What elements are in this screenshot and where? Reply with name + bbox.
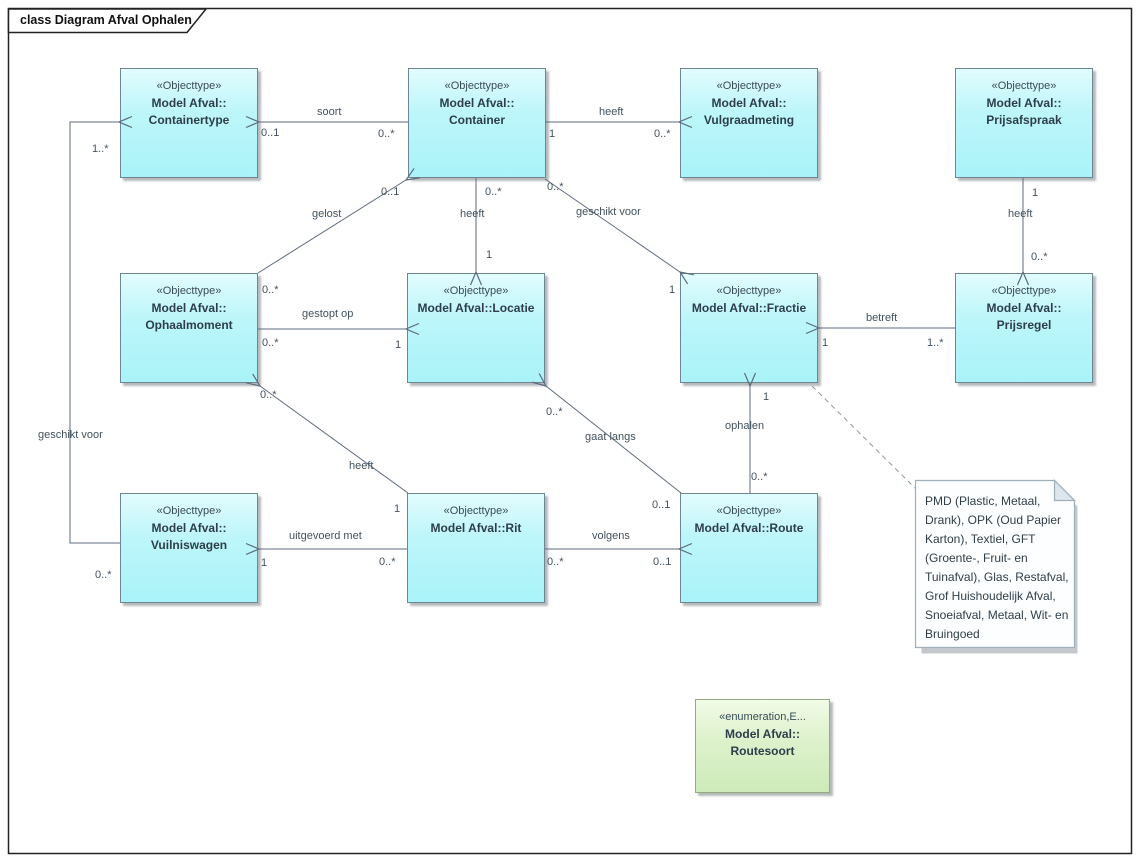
class-locatie[interactable]: «Objecttype» Model Afval::Locatie — [407, 273, 545, 383]
mult-gestopt-op-src: 0..* — [262, 337, 279, 349]
class-name: Model Afval:: — [986, 301, 1062, 315]
mult-soort-src: 0..* — [378, 128, 395, 140]
class-name: Model Afval::Fractie — [691, 301, 807, 315]
class-container[interactable]: «Objecttype» Model Afval:: Container — [408, 68, 546, 178]
class-name: Model Afval:: — [439, 96, 515, 110]
mult-soort-tgt: 0..1 — [261, 127, 280, 139]
mult-heeft-ophaal-tgt: 0..* — [260, 389, 277, 401]
class-vuilniswagen[interactable]: «Objecttype» Model Afval:: Vuilniswagen — [120, 493, 258, 603]
stereotype-label: «Objecttype» — [443, 505, 509, 517]
mult-uitgevoerd-met-tgt: 1 — [261, 557, 268, 569]
note-link-line[interactable] — [811, 385, 917, 490]
mult-gelost-tgt: 0..1 — [381, 186, 400, 198]
mult-heeft-locatie-tgt: 1 — [486, 249, 493, 261]
stereotype-label: «Objecttype» — [991, 80, 1057, 92]
assoc-label-heeft-vulgraadmeting: heeft — [599, 106, 624, 118]
stereotype-label: «Objecttype» — [716, 285, 782, 297]
stereotype-label: «enumeration,E... — [719, 711, 806, 723]
class-name: Containertype — [148, 113, 230, 127]
mult-gaat-langs-tgt: 0..* — [546, 406, 563, 418]
assoc-label-ophalen: ophalen — [725, 420, 765, 432]
mult-betreft-tgt: 1 — [822, 337, 829, 349]
assoc-label-gestopt-op: gestopt op — [302, 308, 354, 320]
assoc-label-uitgevoerd-met: uitgevoerd met — [289, 530, 362, 542]
assoc-label-gelost: gelost — [312, 208, 342, 220]
stereotype-label: «Objecttype» — [991, 285, 1057, 297]
assoc-line-geschikt-voor-fractie[interactable] — [544, 178, 680, 272]
class-prijsafspraak[interactable]: «Objecttype» Model Afval:: Prijsafspraak — [955, 68, 1093, 178]
note-fracties: PMD (Plastic, Metaal, Drank), OPK (Oud P… — [925, 494, 1069, 641]
mult-heeft-vulgraad-tgt: 0..* — [654, 128, 671, 140]
stereotype-label: «Objecttype» — [443, 285, 509, 297]
stereotype-label: «Objecttype» — [444, 80, 510, 92]
class-name: Model Afval:: — [151, 521, 227, 535]
assoc-label-geschikt-voor-fractie: geschikt voor — [576, 206, 641, 218]
class-ophaalmoment[interactable]: «Objecttype» Model Afval:: Ophaalmoment — [120, 273, 258, 383]
class-name: Container — [448, 113, 505, 127]
class-containertype[interactable]: «Objecttype» Model Afval:: Containertype — [120, 68, 258, 178]
assoc-label-betreft: betreft — [866, 312, 898, 324]
assoc-label-gaat-langs: gaat langs — [585, 431, 636, 443]
assoc-label-soort: soort — [317, 106, 342, 118]
assoc-label-heeft-ophaalmoment: heeft — [349, 460, 374, 472]
assoc-label-heeft-locatie: heeft — [460, 208, 485, 220]
mult-heeft-prijsregel-tgt: 0..* — [1031, 251, 1048, 263]
assoc-label-geschikt-voor-containertype: geschikt voor — [38, 429, 103, 441]
class-name: Model Afval:: — [151, 301, 227, 315]
class-name: Vuilniswagen — [150, 538, 228, 552]
mult-heeft-ophaal-src: 1 — [394, 503, 401, 515]
stereotype-label: «Objecttype» — [716, 505, 782, 517]
stereotype-label: «Objecttype» — [716, 80, 782, 92]
class-route[interactable]: «Objecttype» Model Afval::Route — [680, 493, 818, 603]
assoc-label-volgens: volgens — [592, 530, 630, 542]
class-name: Model Afval:: — [986, 96, 1062, 110]
class-name: Model Afval::Locatie — [417, 301, 535, 315]
class-name: Vulgraadmeting — [703, 113, 795, 127]
assoc-line-geschikt-voor-containertype[interactable] — [69, 122, 120, 544]
class-name: Prijsregel — [996, 318, 1052, 332]
mult-heeft-prijsregel-src: 1 — [1032, 187, 1039, 199]
class-name: Model Afval::Route — [694, 521, 804, 535]
enum-routesoort[interactable]: «enumeration,E... Model Afval:: Routesoo… — [695, 699, 830, 793]
assoc-label-heeft-prijsregel: heeft — [1008, 208, 1033, 220]
stereotype-label: «Objecttype» — [156, 80, 222, 92]
mult-volgens-src: 0..* — [547, 556, 564, 568]
class-name: Model Afval:: — [725, 727, 800, 741]
mult-geschikt-fractie-src: 0..* — [547, 181, 564, 193]
assoc-line-heeft-ophaalmoment[interactable] — [260, 386, 409, 494]
class-rit[interactable]: «Objecttype» Model Afval::Rit — [407, 493, 545, 603]
mult-gaat-langs-src: 0..1 — [652, 499, 671, 511]
class-name: Model Afval::Rit — [430, 521, 522, 535]
class-fractie[interactable]: «Objecttype» Model Afval::Fractie — [680, 273, 818, 383]
diagram-title: class Diagram Afval Ophalen — [20, 13, 192, 27]
class-name: Ophaalmoment — [145, 318, 233, 332]
mult-ophalen-tgt: 1 — [763, 391, 770, 403]
mult-ophalen-src: 0..* — [751, 471, 768, 483]
mult-volgens-tgt: 0..1 — [653, 556, 672, 568]
class-vulgraadmeting[interactable]: «Objecttype» Model Afval:: Vulgraadmetin… — [680, 68, 818, 178]
stereotype-label: «Objecttype» — [156, 285, 222, 297]
mult-gestopt-op-tgt: 1 — [395, 339, 402, 351]
mult-betreft-src: 1..* — [927, 337, 944, 349]
class-name: Model Afval:: — [151, 96, 227, 110]
stereotype-label: «Objecttype» — [156, 505, 222, 517]
mult-heeft-vulgraad-src: 1 — [549, 128, 556, 140]
class-name: Routesoort — [730, 744, 795, 758]
mult-geschikt-ctype-src: 0..* — [95, 569, 112, 581]
class-prijsregel[interactable]: «Objecttype» Model Afval:: Prijsregel — [955, 273, 1093, 383]
mult-geschikt-fractie-tgt: 1 — [669, 284, 676, 296]
class-name: Model Afval:: — [711, 96, 787, 110]
mult-heeft-locatie-src: 0..* — [485, 186, 502, 198]
mult-gelost-src: 0..* — [262, 284, 279, 296]
class-name: Prijsafspraak — [986, 113, 1062, 127]
mult-uitgevoerd-met-src: 0..* — [379, 556, 396, 568]
mult-geschikt-ctype-tgt: 1..* — [92, 143, 109, 155]
